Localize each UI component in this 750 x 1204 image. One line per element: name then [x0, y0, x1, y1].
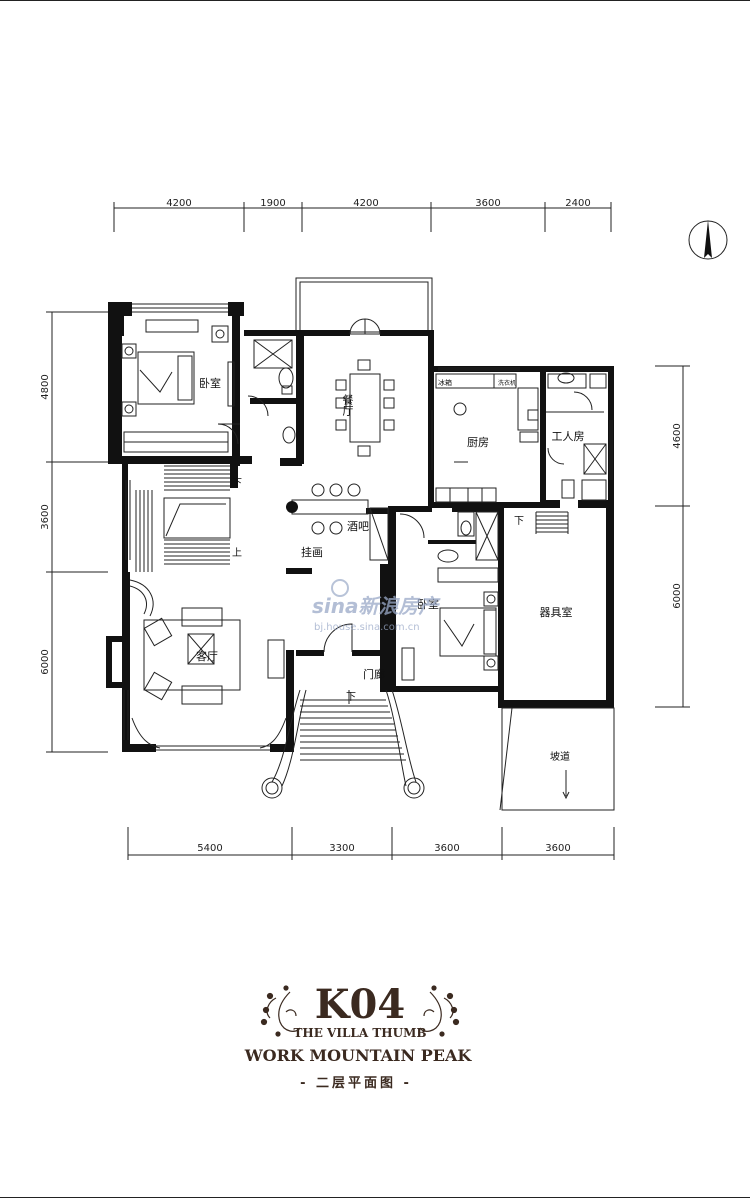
dimension-top	[113, 202, 612, 232]
top-border	[0, 0, 750, 1]
room-label-bedroom-1: 卧室	[199, 376, 221, 390]
dim-left-2: 3600	[40, 504, 51, 529]
dim-top-2: 1900	[260, 198, 285, 209]
room-label-living: 客厅	[196, 649, 218, 663]
washer-label: 洗衣机	[498, 379, 516, 387]
title-floor: - 二层平面图 -	[300, 1076, 412, 1091]
fridge-label: 冰箱	[438, 378, 452, 387]
room-label-foyer: 门廊	[363, 667, 385, 681]
room-label-dining: 餐厅	[332, 393, 354, 416]
ramp	[499, 707, 615, 811]
dim-top-1: 4200	[166, 198, 191, 209]
title-code: K04	[315, 981, 405, 1028]
stair-down-label: 下	[232, 478, 242, 489]
title-subtitle: THE VILLA THUMB	[293, 1026, 426, 1040]
walls	[106, 302, 614, 752]
watermark-url: bj.house.sina.com.cn	[314, 622, 420, 633]
dim-bottom-2: 3300	[329, 843, 354, 854]
living-furniture	[131, 607, 287, 749]
room-label-bedroom-2: 卧室	[417, 597, 439, 611]
dim-top-3: 4200	[353, 198, 378, 209]
servant-fixtures	[546, 372, 607, 501]
dim-bottom-4: 3600	[545, 843, 570, 854]
dining-furniture	[335, 318, 395, 457]
bedroom-2-furniture	[401, 567, 499, 681]
room-label-storage: 器具室	[540, 605, 573, 619]
dining-label: 餐厅	[332, 393, 354, 416]
dimension-bottom	[127, 827, 615, 860]
column	[286, 501, 298, 513]
windows	[123, 303, 613, 751]
room-label-servant: 工人房	[552, 430, 585, 443]
stairs-upper	[129, 465, 231, 617]
ornament-left-icon	[260, 985, 301, 1037]
ramp-label: 坡道	[550, 750, 570, 763]
north-arrow-icon	[688, 220, 728, 260]
dim-right-2: 6000	[672, 583, 683, 608]
stairs-storage	[535, 511, 569, 534]
storage-down-label: 下	[514, 516, 524, 527]
room-label-kitchen: 厨房	[467, 436, 489, 449]
watermark: sina新浪房产 bj.house.sina.com.cn	[312, 579, 441, 633]
dim-left-3: 6000	[40, 649, 51, 674]
entry-down-label: 下	[346, 692, 356, 703]
dim-bottom-3: 3600	[434, 843, 459, 854]
room-label-hanging: 挂画	[301, 545, 323, 559]
dimension-right	[655, 365, 690, 708]
dim-top-5: 2400	[565, 198, 590, 209]
balcony	[295, 277, 433, 335]
bathroom-2-fixtures	[399, 511, 499, 563]
dim-right-1: 4600	[672, 423, 683, 448]
bathroom-1-fixtures	[218, 339, 296, 444]
foyer-elements	[261, 623, 425, 799]
dim-bottom-1: 5400	[197, 843, 222, 854]
dim-left-1: 4800	[40, 374, 51, 399]
stair-up-label: 上	[232, 547, 242, 559]
room-label-bar: 酒吧	[347, 520, 369, 533]
watermark-brand: sina新浪房产	[312, 594, 441, 618]
dimension-left	[46, 311, 108, 753]
title-project: WORK MOUNTAIN PEAK	[244, 1046, 473, 1065]
bar-furniture	[291, 483, 389, 561]
kitchen-furniture	[435, 373, 539, 503]
bottom-border	[0, 1197, 750, 1198]
dim-top-4: 3600	[475, 198, 500, 209]
ornament-right-icon	[419, 985, 460, 1037]
